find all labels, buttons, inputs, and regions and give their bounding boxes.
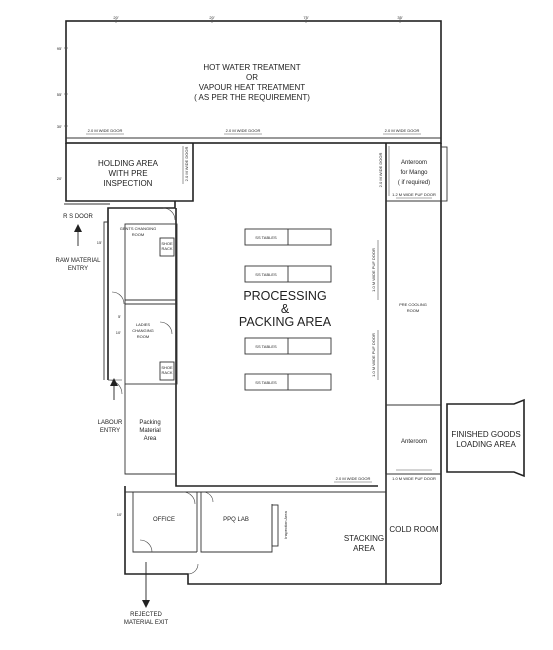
doors [64,133,432,575]
anteroom-label: Anteroom [401,439,427,445]
cold-room-puf-door-label: 1.0 M WIDE PUF DOOR [392,476,436,481]
dimension-ticks [64,19,401,127]
packing-material-label-1: Packing [139,420,160,426]
ladies-shoe-rack-label-2: RACK [161,370,172,375]
holding-door-label: 2.0 M WIDE DOOR [184,147,189,182]
packing-material-wall [124,384,176,475]
dim-holding-left: 20' [57,176,62,181]
holding-label-2: WITH PRE [108,169,147,178]
dim-top-4: 35' [397,15,402,20]
processing-label-1: PROCESSING [243,289,326,303]
ppq-lab-label: PPQ LAB [223,517,249,523]
walls [65,20,525,585]
arrows [74,224,150,608]
processing-west-south-wall [175,208,378,487]
hot-water-treatment-wall [65,20,442,144]
office-label: OFFICE [153,517,175,523]
pre-cooling-label-1: PRE COOLING [399,302,427,307]
pre-cooling-label-2: ROOM [407,308,419,313]
precool-puf-door-2-label: 1.0 M WIDE PUF DOOR [371,333,376,377]
office-wall [132,492,197,553]
gents-label-1: GENTS CHANGING [120,226,156,231]
hwt-label-1: HOT WATER TREATMENT [203,63,300,72]
inspection-area-label: Inspection Area [283,510,288,538]
raw-material-label-2: ENTRY [68,266,88,272]
ss-table-4-label: SS TABLES [255,380,277,385]
ss-table-1-label: SS TABLES [255,235,277,240]
gents-shoe-rack-label-2: RACK [161,246,172,251]
gents-door-swing [162,207,176,221]
dim-top-1: 20' [113,15,118,20]
office-door-swing [182,491,196,505]
hwt-door-1-label: 2.0 M WIDE DOOR [88,128,123,133]
lab-door-swing [202,491,214,503]
labels: HOT WATER TREATMENT OR VAPOUR HEAT TREAT… [55,15,520,626]
ss-tables [244,228,332,391]
gents-label-2: ROOM [132,232,144,237]
gents-shoe-rack [159,237,175,257]
dim-left-1: 95' [57,46,62,51]
processing-bottom-door-label: 2.0 M WIDE DOOR [336,476,371,481]
raw-material-label-1: RAW MATERIAL [55,258,101,264]
dim-top-3: 75' [303,15,308,20]
dim-gents-left: 15' [97,240,102,245]
finished-goods-label-2: LOADING AREA [456,440,516,449]
rs-door-label: R S DOOR [63,214,93,220]
processing-label-2: & [281,302,290,316]
dim-office-left: 10' [117,512,122,517]
precool-puf-door-1-label: 1.0 M WIDE PUF DOOR [371,248,376,292]
anteroom-mango-side-strip [440,146,448,202]
ladies-inner-door-swing [159,321,173,335]
stacking-label-2: AREA [353,544,375,553]
rejected-exit-label-1: REJECTED [130,612,162,618]
finished-goods-loading-wall [446,398,525,478]
labour-entry-label-2: ENTRY [100,428,120,434]
stacking-label-1: STACKING [344,534,384,543]
dim-left-3: 30' [57,124,62,129]
ladies-door-swing [111,291,125,305]
rejected-exit-label-2: MATERIAL EXIT [124,620,169,626]
processing-label-3: PACKING AREA [239,315,332,329]
dim-ladies-1: 5' [118,314,121,319]
ladies-changing-room-wall [124,303,178,385]
holding-label-1: HOLDING AREA [98,159,159,168]
anteroom-mango-label-2: for Mango [400,170,428,176]
ss-table-3-label: SS TABLES [255,344,277,349]
gents-outer-wall [107,201,176,380]
hwt-label-3: VAPOUR HEAT TREATMENT [199,83,305,92]
holding-label-3: INSPECTION [104,179,153,188]
dim-ladies-2: 10' [116,330,121,335]
ladies-label-3: ROOM [137,334,149,339]
inspection-bench [271,504,279,547]
hwt-label-4: ( AS PER THE REQUIREMENT) [194,93,310,102]
packing-material-label-2: Material [139,428,160,434]
rejected-exit-arrow-icon [142,600,150,608]
hwt-door-3-label: 2.0 M WIDE DOOR [385,128,420,133]
hwt-label-2: OR [246,73,258,82]
labour-entry-label-1: LABOUR [98,420,123,426]
anteroom-mango-label-1: Anteroom [401,160,427,166]
ladies-shoe-rack [159,361,175,381]
office-exit-door-swing [139,539,153,553]
hwt-door-2-label: 2.0 M WIDE DOOR [226,128,261,133]
ladies-shoe-rack-label-1: SHOE [161,365,173,370]
ladies-label-2: CHANGING [132,328,154,333]
gents-shoe-rack-label-1: SHOE [161,241,173,246]
west-passage-wall [103,221,108,380]
ss-table-2-label: SS TABLES [255,272,277,277]
packing-material-label-3: Area [144,436,157,442]
anteroom-puf-door-label: 1.2 M WIDE PUF DOOR [392,192,436,197]
ladies-label-1: LADIES [136,322,151,327]
labour-entry-arrow-icon [110,378,118,386]
raw-material-arrow-icon [74,224,82,232]
dim-left-2: 55' [57,92,62,97]
south-door-swing [187,563,199,575]
finished-goods-label-1: FINISHED GOODS [451,430,520,439]
cold-room-label: COLD ROOM [389,525,439,534]
dim-top-2: 20' [209,15,214,20]
holding-area-wall [65,143,194,202]
anteroom-mango-label-3: ( if required) [398,180,430,186]
anteroom-side-door-label: 2.0 M WIDE DOOR [378,153,383,188]
